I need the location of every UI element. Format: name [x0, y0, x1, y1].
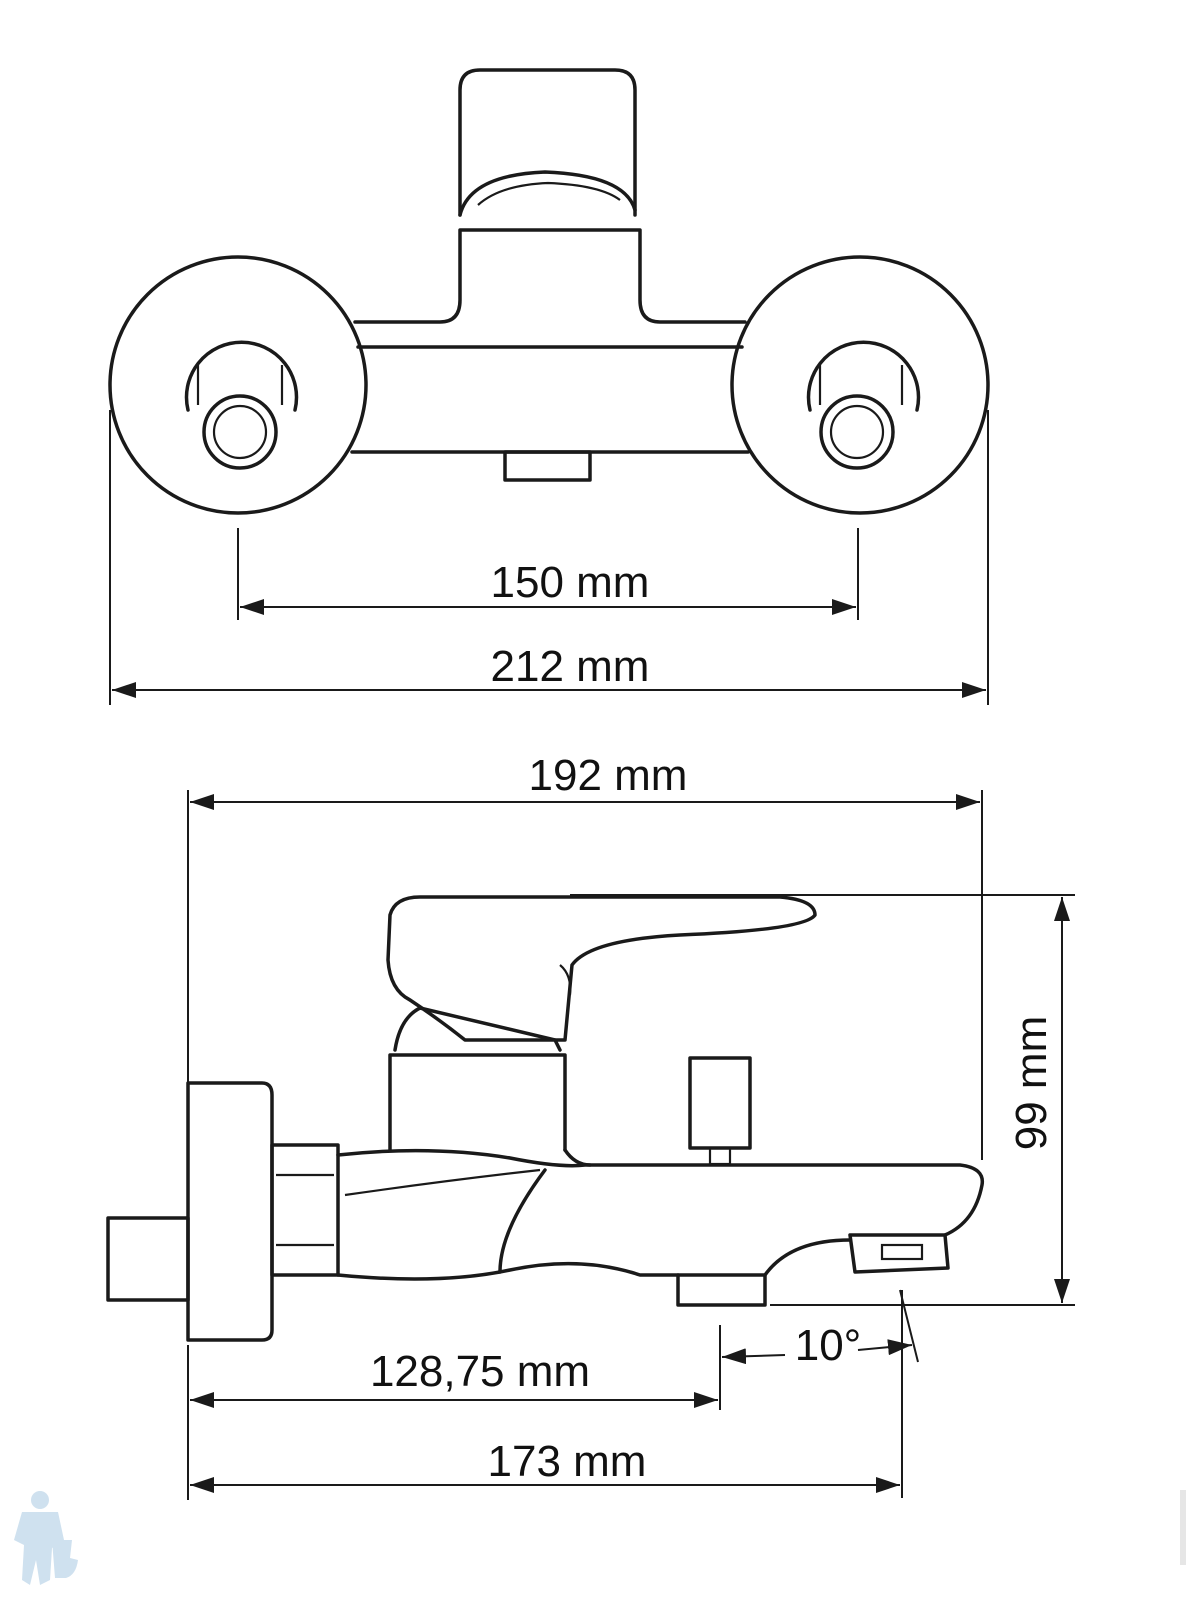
mixer-body-side — [336, 1148, 985, 1307]
dimension-128-75mm: 128,75 mm — [187, 1325, 721, 1500]
cartridge-post — [388, 1006, 592, 1167]
dimension-label-99: 99 mm — [1007, 1016, 1056, 1150]
wall-connector — [106, 1081, 340, 1342]
plumber-logo-watermark — [14, 1491, 78, 1585]
top-view: 150 mm 212 mm — [108, 68, 990, 705]
dimension-212mm: 212 mm — [109, 410, 989, 705]
dimension-label-128-75: 128,75 mm — [370, 1347, 590, 1396]
lever-cap — [458, 68, 637, 217]
lever-handle — [386, 895, 817, 1042]
dimension-99mm: 99 mm — [570, 894, 1075, 1306]
side-view: 192 mm 99 mm — [106, 751, 1075, 1500]
dimension-label-212: 212 mm — [491, 642, 650, 691]
dimension-angle-10deg: 10° — [721, 1289, 919, 1370]
right-flange — [730, 255, 990, 515]
left-flange — [108, 255, 368, 515]
dimension-label-173: 173 mm — [488, 1437, 647, 1486]
dimension-label-192: 192 mm — [529, 751, 688, 800]
dimension-label-150: 150 mm — [491, 558, 650, 607]
mixer-body — [350, 228, 750, 482]
dimension-192mm: 192 mm — [187, 751, 983, 1160]
dimension-label-10deg: 10° — [795, 1321, 862, 1370]
dimension-173mm: 173 mm — [190, 1290, 903, 1498]
site-watermark-text — [1180, 1490, 1186, 1565]
diverter-knob — [688, 1056, 752, 1166]
dimension-150mm: 150 mm — [237, 528, 859, 620]
